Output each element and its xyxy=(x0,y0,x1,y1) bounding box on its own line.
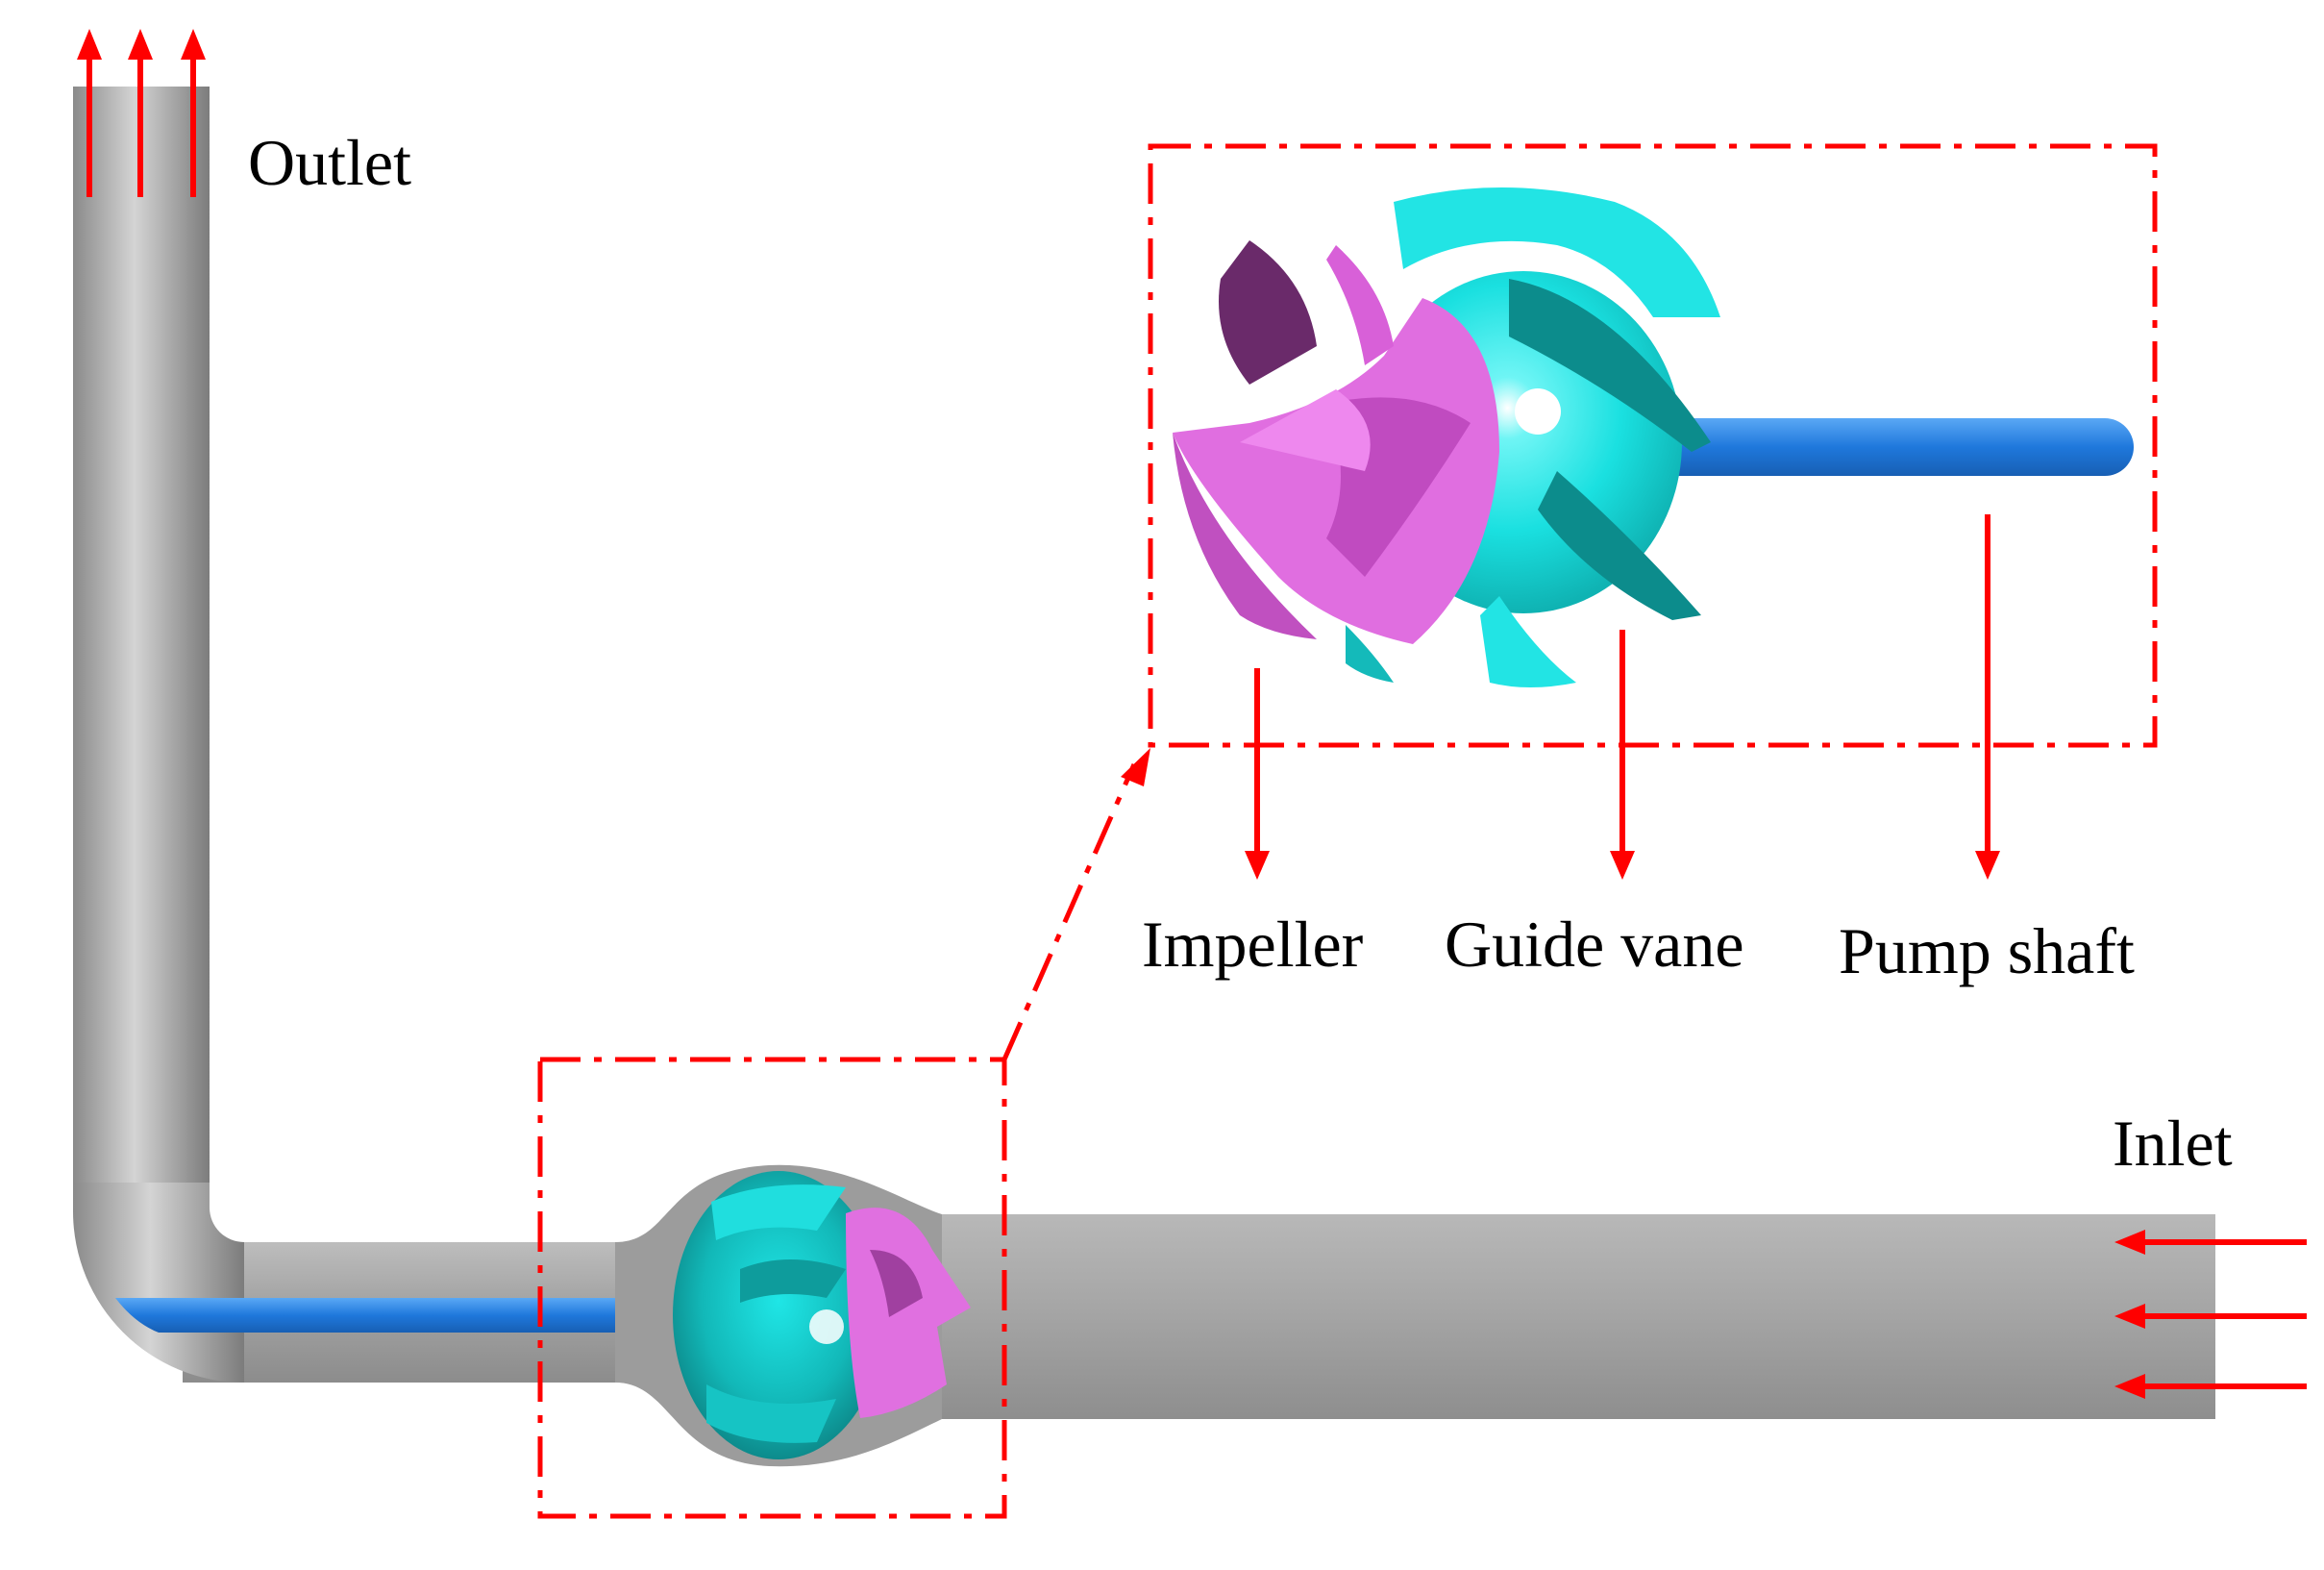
pump-enlarged xyxy=(1173,187,2134,687)
impeller-arrowhead xyxy=(1245,851,1270,880)
small-impeller-blade xyxy=(870,1250,923,1317)
guide-vane-blade xyxy=(1480,596,1576,687)
inlet-label: Inlet xyxy=(2113,1107,2233,1180)
impeller-body xyxy=(1173,298,1499,644)
pipe-system xyxy=(73,87,2215,1467)
impeller-label: Impeller xyxy=(1142,908,1364,981)
guide-vane-blade xyxy=(1346,625,1394,683)
guide-vane-label: Guide vane xyxy=(1445,908,1744,981)
impeller-blade xyxy=(1219,240,1317,385)
pump-guide-vane-small xyxy=(673,1171,884,1459)
guide-vane-blade xyxy=(1509,279,1711,452)
zoom-connector xyxy=(1001,762,1137,1061)
guide-vane-arrowhead xyxy=(1610,851,1635,880)
outlet-arrowhead xyxy=(128,29,153,60)
small-hub-highlight xyxy=(809,1309,844,1344)
impeller-cone xyxy=(1240,389,1371,471)
zoom-box-large xyxy=(1148,143,2158,748)
pump-shaft-shape xyxy=(1634,418,2134,476)
zoom-box-small xyxy=(537,1057,1007,1519)
inlet-arrowhead xyxy=(2114,1230,2145,1255)
inner-shaft xyxy=(115,1298,730,1333)
impeller-blade xyxy=(1326,245,1394,365)
pump-shaft-arrowhead xyxy=(1975,851,2000,880)
inlet-pipe xyxy=(923,1214,2215,1419)
outlet-pipe-vertical xyxy=(73,87,210,1183)
outlet-arrowhead xyxy=(181,29,206,60)
zoom-connector-arrowhead xyxy=(1121,748,1150,786)
inlet-arrowhead xyxy=(2114,1374,2145,1399)
small-vane-blade xyxy=(706,1384,836,1443)
guide-vane-blade xyxy=(1538,471,1701,620)
flow-arrows xyxy=(87,58,2307,1389)
impeller-blade xyxy=(1173,433,1317,639)
hub-highlight xyxy=(1515,388,1561,435)
outlet-arrowhead xyxy=(77,29,102,60)
inlet-arrowhead xyxy=(2114,1304,2145,1329)
guide-vane-blade xyxy=(1394,187,1720,317)
zoom-annotation xyxy=(537,143,2158,1519)
small-vane-blade xyxy=(711,1184,846,1240)
outlet-pipe-elbow xyxy=(73,1178,244,1383)
small-vane-blade xyxy=(740,1259,846,1303)
arrowheads xyxy=(77,29,2145,1399)
pump-shaft-label: Pump shaft xyxy=(1839,914,2135,987)
outlet-label: Outlet xyxy=(248,126,411,199)
